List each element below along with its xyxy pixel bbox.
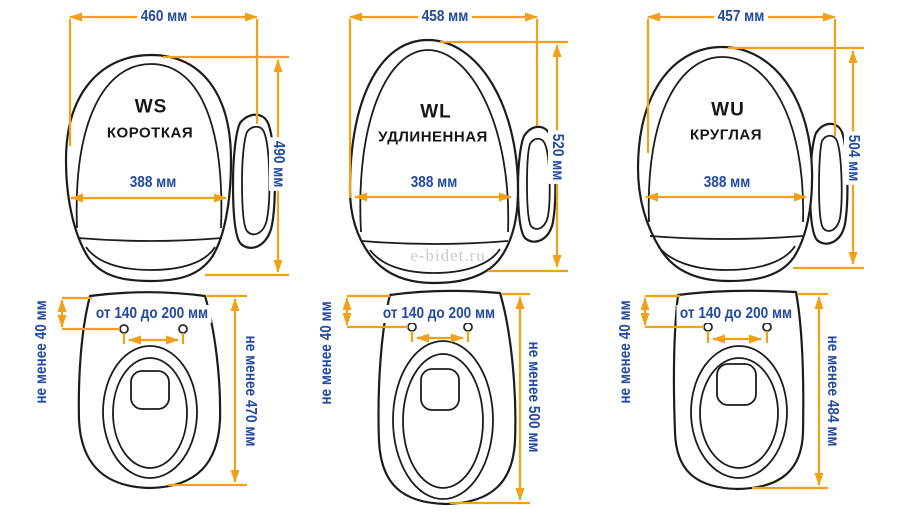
inner-width-label: 388 мм xyxy=(700,174,754,192)
lid-top-view xyxy=(64,53,276,283)
model-column-ws: 460 мм 490 мм 388 мм WS КОРОТКАЯ не мене… xyxy=(0,0,300,513)
seat-height-label: 504 мм xyxy=(844,131,862,185)
side-min-label: не менее 40 мм xyxy=(33,296,51,408)
bowl-dimension-lines xyxy=(342,292,530,505)
inner-width-label: 388 мм xyxy=(407,174,461,192)
model-column-wl: 458 мм 520 мм 388 мм WL УДЛИНЕННАЯ не ме… xyxy=(300,0,600,513)
holes-range-label: от 140 до 200 мм xyxy=(676,305,796,323)
model-column-wu: 457 мм 504 мм 388 мм WU КРУГЛАЯ не менее… xyxy=(600,0,900,513)
bowl-top-view xyxy=(672,289,805,491)
holes-range-label: от 140 до 200 мм xyxy=(92,305,212,323)
model-code: WS xyxy=(134,96,168,118)
inner-width-label: 388 мм xyxy=(126,174,180,192)
bowl-dimension-lines xyxy=(640,292,828,490)
side-min-label: не менее 40 мм xyxy=(318,297,336,409)
bowl-top-view xyxy=(377,289,517,506)
length-min-label: не менее 470 мм xyxy=(241,332,259,450)
lid-top-view xyxy=(636,45,849,283)
side-min-label: не менее 40 мм xyxy=(617,296,635,408)
model-code: WU xyxy=(711,99,745,121)
bowl-top-view xyxy=(77,291,222,490)
bowl-dimension-lines xyxy=(57,294,247,487)
model-code: WL xyxy=(420,101,452,123)
wu-drawing xyxy=(636,12,864,491)
seat-height-label: 490 мм xyxy=(269,137,287,191)
model-type: КОРОТКАЯ xyxy=(106,124,194,142)
watermark: e-bidet.ru xyxy=(410,246,486,265)
seat-width-label: 460 мм xyxy=(137,8,191,26)
wl-drawing xyxy=(342,12,568,506)
length-min-label: не менее 484 мм xyxy=(823,332,841,450)
model-type: УДЛИНЕННАЯ xyxy=(378,128,488,146)
lid-top-view xyxy=(348,38,557,285)
seat-height-label: 520 мм xyxy=(548,130,566,184)
seat-width-label: 458 мм xyxy=(418,8,472,26)
holes-range-label: от 140 до 200 мм xyxy=(379,305,499,323)
model-type: КРУГЛАЯ xyxy=(689,126,763,144)
seat-width-label: 457 мм xyxy=(714,8,768,26)
length-min-label: не менее 500 мм xyxy=(524,338,542,456)
